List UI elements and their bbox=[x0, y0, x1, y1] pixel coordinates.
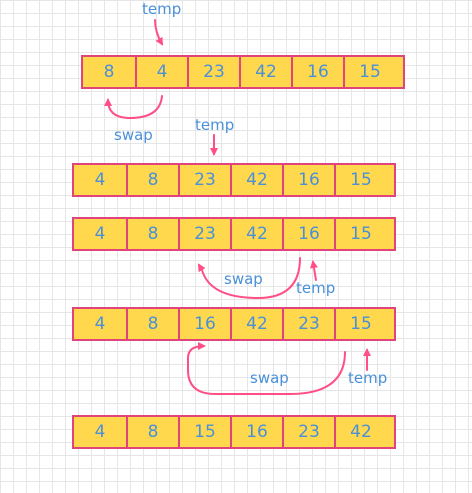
array-row-1: 8 4 23 42 16 15 bbox=[81, 55, 405, 89]
swap-arrow-2 bbox=[197, 257, 301, 300]
array-cell: 42 bbox=[230, 309, 282, 339]
array-cell: 23 bbox=[282, 309, 334, 339]
array-cell: 16 bbox=[178, 309, 230, 339]
array-cell: 8 bbox=[126, 219, 178, 249]
array-row-4: 4 8 16 42 23 15 bbox=[72, 307, 396, 341]
array-cell: 23 bbox=[282, 417, 334, 447]
array-cell: 23 bbox=[178, 219, 230, 249]
array-cell: 4 bbox=[94, 314, 106, 334]
swap-arrow-1 bbox=[104, 95, 163, 120]
array-cell: 16 bbox=[282, 165, 334, 195]
array-cell: 4 bbox=[94, 422, 106, 442]
temp-label-1: temp bbox=[142, 0, 182, 18]
array-cell: 15 bbox=[334, 309, 386, 339]
array-row-3: 4 8 23 42 16 15 bbox=[72, 217, 396, 251]
temp-label-2: temp bbox=[195, 116, 235, 134]
temp-label-4: temp bbox=[348, 369, 388, 387]
array-cell: 15 bbox=[334, 219, 386, 249]
temp-arrow-1 bbox=[154, 19, 164, 46]
array-cell: 15 bbox=[178, 417, 230, 447]
array-cell: 8 bbox=[126, 309, 178, 339]
array-cell: 42 bbox=[334, 417, 386, 447]
swap-arrow-3 bbox=[187, 342, 346, 395]
array-cell: 16 bbox=[291, 57, 343, 87]
array-cell: 23 bbox=[178, 165, 230, 195]
array-cell: 4 bbox=[94, 170, 106, 190]
array-row-2: 4 8 23 42 16 15 bbox=[72, 163, 396, 197]
array-cell: 15 bbox=[343, 57, 395, 87]
array-row-5: 4 8 15 16 23 42 bbox=[72, 415, 396, 449]
array-cell: 16 bbox=[230, 417, 282, 447]
array-cell: 8 bbox=[126, 417, 178, 447]
array-cell: 42 bbox=[230, 165, 282, 195]
array-cell: 8 bbox=[103, 62, 115, 82]
array-cell: 23 bbox=[187, 57, 239, 87]
array-cell: 16 bbox=[282, 219, 334, 249]
swap-label-3: swap bbox=[250, 369, 289, 387]
array-cell: 4 bbox=[94, 224, 106, 244]
swap-label-2: swap bbox=[224, 270, 263, 288]
array-cell: 15 bbox=[334, 165, 386, 195]
temp-label-3: temp bbox=[296, 279, 336, 297]
array-cell: 42 bbox=[239, 57, 291, 87]
array-cell: 8 bbox=[126, 165, 178, 195]
swap-label-1: swap bbox=[114, 126, 153, 144]
temp-arrow-3 bbox=[310, 260, 318, 281]
array-cell: 4 bbox=[135, 57, 187, 87]
array-cell: 42 bbox=[230, 219, 282, 249]
